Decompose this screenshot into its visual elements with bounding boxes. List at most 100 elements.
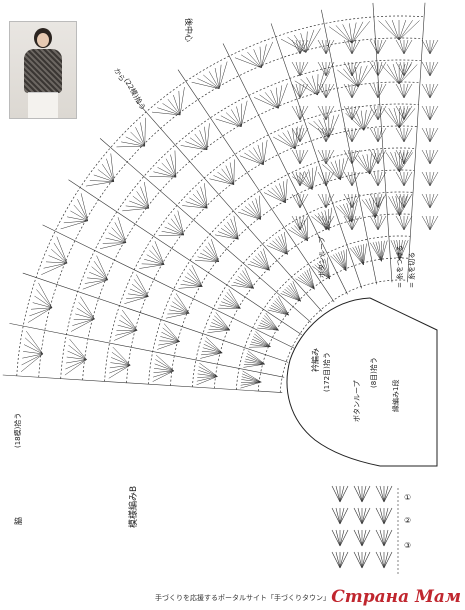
- fan-stitch: [363, 243, 367, 265]
- fan-stitch: [30, 307, 53, 310]
- fan-stitch: [381, 240, 385, 262]
- fan-stitch: [282, 291, 301, 302]
- fan-stitch: [253, 336, 271, 347]
- fan-stitch: [136, 191, 150, 209]
- fan-stitch: [299, 149, 309, 165]
- fan-stitch: [68, 344, 87, 360]
- fan-stitch: [174, 214, 185, 236]
- fan-stitch: [278, 83, 288, 109]
- fan-stitch: [325, 127, 331, 143]
- fan-stitch: [281, 234, 288, 255]
- fan-stitch: [114, 330, 138, 341]
- fan-stitch: [373, 127, 379, 143]
- fan-stitch: [305, 29, 315, 53]
- fan-stitch: [351, 105, 357, 121]
- fan-stitch: [262, 317, 279, 331]
- fan-stitch: [396, 239, 400, 261]
- fan-stitch: [375, 197, 377, 218]
- fan-stitch: [291, 39, 301, 55]
- fan-stitch: [373, 83, 379, 99]
- fan-stitch: [218, 61, 228, 89]
- fan-stitch: [182, 205, 208, 209]
- fan-stitch: [363, 109, 372, 131]
- fan-stitch: [303, 219, 308, 241]
- fan-stitch: [259, 195, 261, 220]
- fan-stitch: [93, 260, 108, 280]
- fan-stitch: [403, 83, 413, 99]
- fan-stitch: [165, 313, 190, 319]
- fan-stitch: [299, 39, 305, 55]
- swatch-stitch: [339, 485, 345, 503]
- swatch-stitch: [361, 507, 367, 525]
- fan-stitch: [247, 51, 262, 68]
- fan-stitch: [375, 241, 382, 262]
- swatch-stitch: [375, 529, 385, 547]
- fan-stitch: [383, 108, 400, 129]
- fan-stitch: [224, 295, 241, 309]
- fan-stitch: [241, 100, 248, 127]
- swatch-marker-3: ③: [404, 541, 411, 550]
- fan-stitch: [241, 379, 262, 383]
- fan-stitch: [325, 61, 331, 77]
- fan-stitch: [275, 238, 288, 255]
- fan-stitch: [129, 200, 149, 209]
- fan-stitch: [175, 293, 190, 314]
- swatch-stitch: [361, 551, 367, 569]
- fan-stitch: [317, 127, 327, 143]
- fan-stitch: [242, 370, 262, 383]
- fan-stitch: [399, 193, 405, 209]
- swatch-stitch: [335, 485, 341, 503]
- fan-stitch: [377, 83, 383, 99]
- fan-stitch: [263, 139, 268, 165]
- fan-stitch: [399, 195, 404, 217]
- fan-stitch: [221, 168, 235, 185]
- fan-stitch: [286, 286, 301, 302]
- fan-stitch: [429, 61, 439, 77]
- fan-stitch: [369, 61, 379, 77]
- fan-stitch: [378, 241, 382, 262]
- pineapple-fans: [20, 19, 439, 389]
- fan-stitch: [324, 210, 330, 231]
- fan-stitch: [114, 222, 127, 243]
- fan-stitch: [36, 289, 53, 308]
- fan-stitch: [291, 215, 301, 231]
- fan-stitch: [225, 165, 235, 185]
- fan-stitch: [317, 72, 325, 96]
- fan-stitch: [34, 295, 53, 308]
- fan-stitch: [325, 83, 335, 99]
- fan-stitch: [295, 127, 301, 143]
- fan-stitch: [200, 252, 219, 262]
- fan-stitch: [144, 181, 150, 209]
- fan-stitch: [164, 226, 184, 236]
- fan-stitch: [124, 296, 149, 304]
- fan-stitch: [294, 80, 318, 96]
- fan-stitch: [311, 166, 318, 190]
- fan-stitch: [403, 149, 413, 165]
- fan-stitch: [429, 39, 439, 55]
- fan-stitch: [372, 242, 382, 262]
- fan-stitch: [325, 215, 331, 231]
- fan-stitch: [155, 354, 175, 372]
- fan-stitch: [255, 255, 270, 271]
- fan-stitch: [306, 269, 315, 290]
- fan-stitch: [203, 343, 223, 354]
- swatch-stitch: [357, 529, 363, 547]
- fan-stitch: [321, 127, 327, 143]
- fan-stitch: [253, 147, 264, 165]
- fan-stitch: [299, 127, 305, 143]
- fan-stitch: [357, 64, 374, 87]
- fan-stitch: [242, 270, 254, 289]
- swatch-stitch: [375, 507, 385, 525]
- fan-stitch: [429, 39, 435, 55]
- fan-stitch: [257, 144, 264, 165]
- swatch-marker-1: ①: [404, 493, 411, 502]
- fan-stitch: [167, 222, 184, 236]
- pick-18-label: (18模)拾う: [13, 413, 22, 448]
- panel-spoke: [222, 43, 348, 295]
- fan-stitch: [347, 39, 353, 55]
- fan-stitch: [351, 83, 361, 99]
- fan-stitch: [299, 171, 305, 187]
- fan-stitch: [149, 175, 176, 178]
- fan-stitch: [165, 158, 177, 178]
- fan-stitch: [246, 355, 265, 365]
